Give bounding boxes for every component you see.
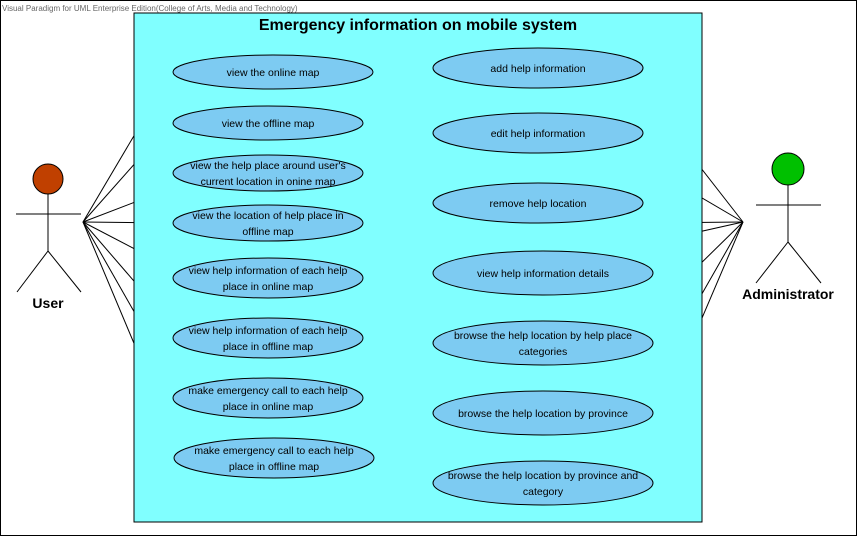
left-usecase[interactable]: make emergency call to each help place in… — [172, 377, 364, 419]
left-usecase-ellipse — [172, 377, 364, 419]
left-usecase-label: offline map — [242, 226, 293, 238]
actor-administrator[interactable]: Administrator — [742, 152, 834, 302]
system-title: Emergency information on mobile system — [259, 17, 577, 34]
actor-user-label: User — [32, 295, 64, 311]
left-usecase-ellipse — [172, 154, 364, 192]
right-usecase-label: category — [523, 486, 564, 498]
left-usecase-label: view the location of help place in — [192, 210, 343, 222]
right-usecase-label: browse the help location by help place — [454, 330, 632, 342]
left-usecase-ellipse — [173, 437, 375, 479]
right-usecase[interactable]: browse the help location by province — [432, 390, 654, 436]
actor-user[interactable]: User — [16, 163, 82, 311]
left-usecase[interactable]: view help information of each help place … — [172, 257, 364, 299]
left-usecase-label: view the online map — [227, 67, 320, 79]
actor-user-head — [32, 163, 64, 195]
right-usecase-ellipse — [432, 182, 644, 224]
left-usecase-ellipse — [172, 204, 364, 242]
actor-admin-right-leg — [787, 241, 822, 284]
right-usecase-ellipse — [432, 460, 654, 506]
left-usecase-ellipse — [172, 317, 364, 359]
right-usecase-label: browse the help location by province — [458, 408, 628, 420]
left-usecase-label: view help information of each help — [189, 265, 348, 277]
left-usecase[interactable]: view the help place around user's current… — [172, 154, 364, 192]
right-usecase-label: add help information — [490, 63, 585, 75]
actor-admin-label: Administrator — [742, 286, 834, 302]
left-usecase[interactable]: make emergency call to each help place in… — [173, 437, 375, 479]
use-cases: view the online map view the offline map v… — [172, 47, 654, 506]
left-usecase[interactable]: view the online map — [172, 54, 374, 90]
right-usecase-ellipse — [432, 250, 654, 296]
right-usecase[interactable]: browse the help location by help place ca… — [432, 320, 654, 366]
left-usecase-ellipse — [172, 105, 364, 141]
actor-user-right-leg — [47, 250, 82, 293]
left-usecase-label: place in online map — [223, 401, 314, 413]
actor-admin-head — [771, 152, 805, 186]
left-usecase-label: place in offline map — [229, 461, 319, 473]
right-usecase-ellipse — [432, 112, 644, 154]
left-usecase-ellipse — [172, 257, 364, 299]
right-usecase-ellipse — [432, 47, 644, 89]
right-usecase[interactable]: view help information details — [432, 250, 654, 296]
right-usecase-ellipse — [432, 320, 654, 366]
left-usecase[interactable]: view help information of each help place … — [172, 317, 364, 359]
right-usecase[interactable]: browse the help location by province and… — [432, 460, 654, 506]
left-usecase-label: current location in onine map — [201, 176, 336, 188]
actor-user-left-leg — [16, 250, 49, 293]
left-usecase-label: view the offline map — [222, 118, 315, 130]
left-usecase-ellipse — [172, 54, 374, 90]
left-usecase-label: make emergency call to each help — [194, 445, 353, 457]
left-usecase-label: make emergency call to each help — [188, 385, 347, 397]
left-usecase-label: place in online map — [223, 281, 314, 293]
right-usecase[interactable]: edit help information — [432, 112, 644, 154]
left-usecase-label: view help information of each help — [189, 325, 348, 337]
right-usecase-label: browse the help location by province and — [448, 470, 638, 482]
right-usecase-label: categories — [519, 346, 567, 358]
watermark: Visual Paradigm for UML Enterprise Editi… — [2, 4, 298, 13]
actor-admin-left-leg — [755, 241, 789, 284]
left-usecase-label: view the help place around user's — [190, 160, 346, 172]
right-usecase[interactable]: remove help location — [432, 182, 644, 224]
right-usecase-ellipse — [432, 390, 654, 436]
right-usecase-label: edit help information — [491, 128, 586, 140]
right-usecase-label: remove help location — [490, 198, 587, 210]
left-usecase-label: place in offline map — [223, 341, 313, 353]
right-usecase[interactable]: add help information — [432, 47, 644, 89]
right-usecase-label: view help information details — [477, 268, 609, 280]
left-usecase[interactable]: view the offline map — [172, 105, 364, 141]
left-usecase[interactable]: view the location of help place in offlin… — [172, 204, 364, 242]
